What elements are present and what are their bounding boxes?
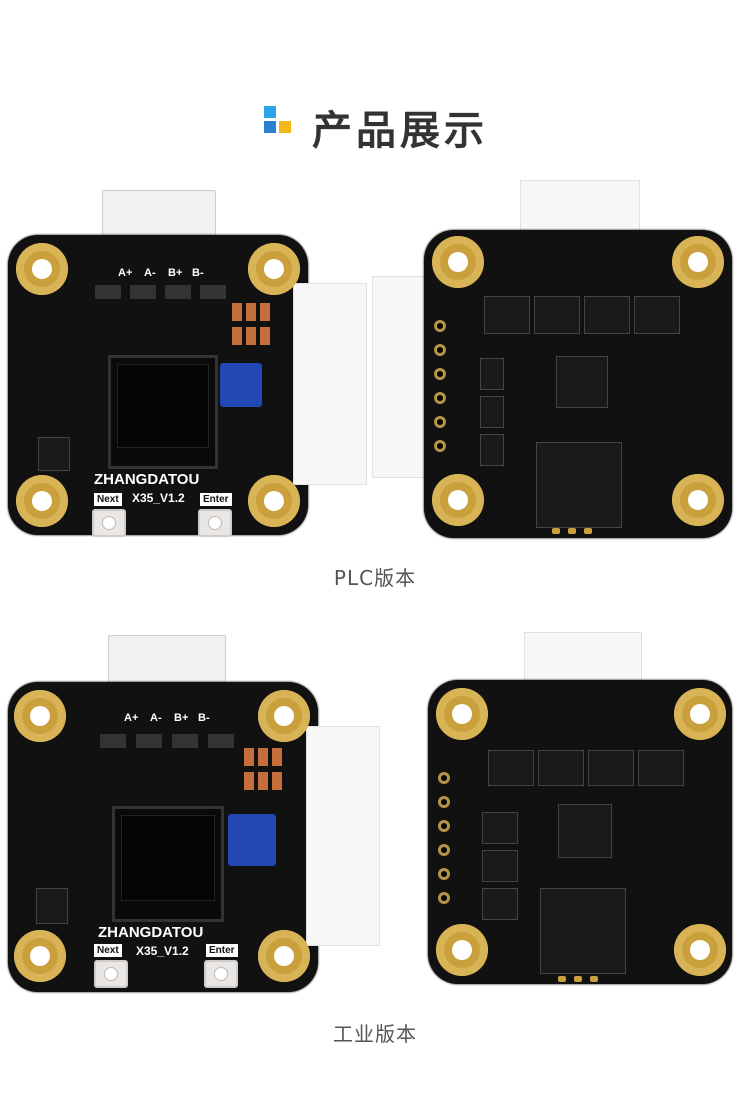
next-button: [94, 960, 128, 988]
side-connector: [293, 283, 367, 485]
board-back-industrial: [372, 632, 742, 992]
model-label: X35_V1.2: [136, 944, 189, 958]
mounting-hole: [16, 243, 68, 295]
board-front-plc: A+ A- B+ B- ZHANGDATOU X35_V1.2 Next Ent…: [0, 185, 367, 545]
caption-plc: PLC版本: [333, 566, 417, 590]
ribbon-cable: [520, 180, 640, 237]
mounting-hole: [248, 243, 300, 295]
mounting-hole: [14, 930, 66, 982]
pin-label: A-: [144, 267, 156, 279]
pin-label: A-: [150, 712, 162, 724]
section-header: 产品展示: [0, 92, 750, 154]
next-label: Next: [94, 944, 122, 957]
mounting-hole: [258, 690, 310, 742]
side-connector: [306, 726, 380, 946]
caption-industrial: 工业版本: [333, 1022, 417, 1046]
mounting-hole: [436, 688, 488, 740]
ribbon-cable: [372, 276, 434, 478]
brand-label: ZHANGDATOU: [98, 924, 204, 941]
oled-display: [108, 355, 218, 469]
pin-label: B+: [168, 267, 183, 279]
brand-label: ZHANGDATOU: [94, 471, 200, 488]
ribbon-cable: [524, 632, 642, 686]
potentiometer: [228, 814, 276, 866]
mounting-hole: [248, 475, 300, 527]
mounting-hole: [674, 924, 726, 976]
enter-button: [204, 960, 238, 988]
enter-button: [198, 509, 232, 537]
pin-label: B-: [198, 712, 210, 724]
enter-label: Enter: [200, 493, 232, 506]
board-front-industrial: A+ A- B+ B- ZHANGDATOU X35_V1.2 Next Ent…: [0, 630, 380, 992]
mounting-hole: [672, 236, 724, 288]
potentiometer: [220, 363, 262, 407]
mounting-hole: [432, 236, 484, 288]
mounting-hole: [14, 690, 66, 742]
page-title: 产品展示: [312, 108, 488, 154]
next-label: Next: [94, 493, 122, 506]
oled-display: [112, 806, 224, 922]
model-label: X35_V1.2: [132, 491, 185, 505]
mounting-hole: [432, 474, 484, 526]
pin-label: A+: [124, 712, 139, 724]
board-back-plc: [372, 180, 742, 540]
mounting-hole: [16, 475, 68, 527]
mounting-hole: [672, 474, 724, 526]
mounting-hole: [674, 688, 726, 740]
mounting-hole: [258, 930, 310, 982]
pin-label: B-: [192, 267, 204, 279]
mounting-hole: [436, 924, 488, 976]
next-button: [92, 509, 126, 537]
brand-logo-icon: [264, 106, 294, 136]
pin-label: B+: [174, 712, 189, 724]
pin-label: A+: [118, 267, 133, 279]
enter-label: Enter: [206, 944, 238, 957]
